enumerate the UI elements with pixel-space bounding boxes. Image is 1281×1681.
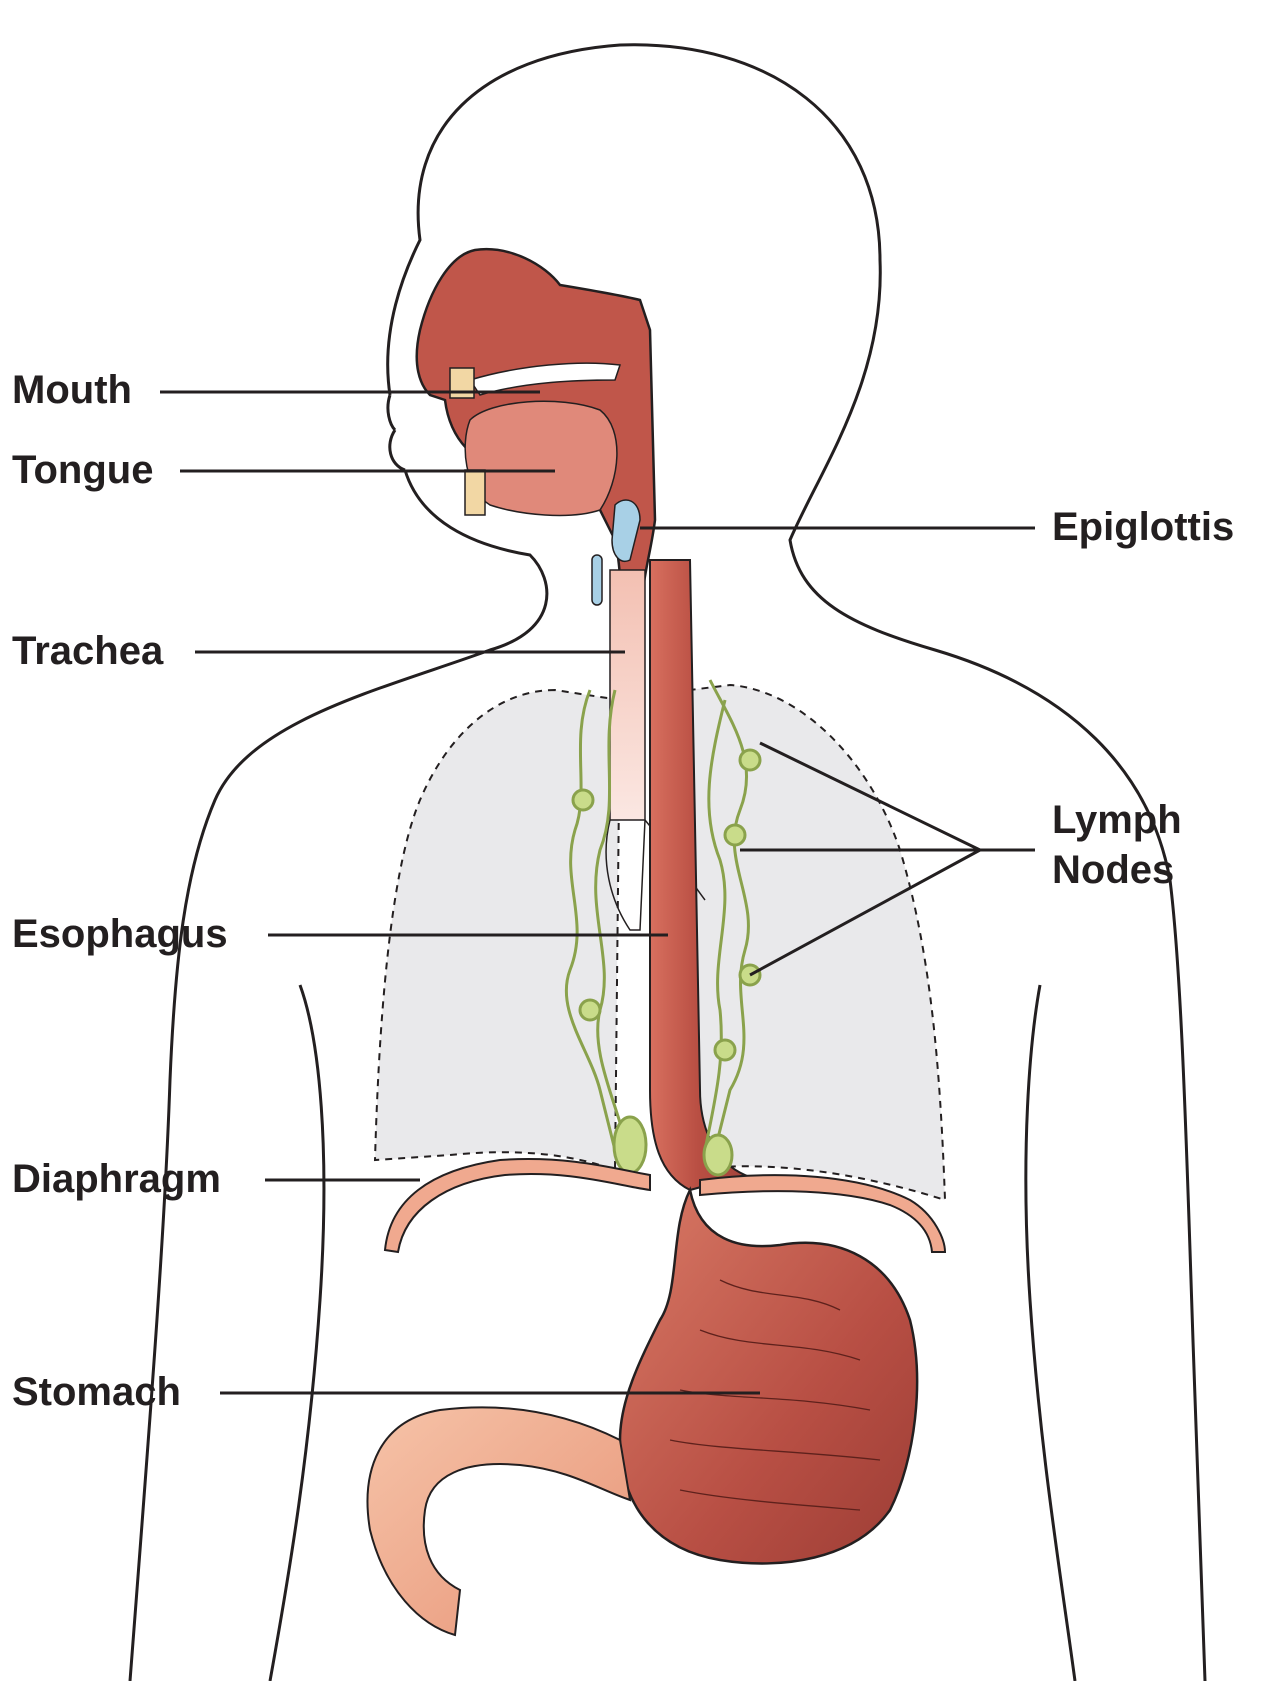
tongue-shape: [465, 401, 617, 515]
left-arm-outline: [270, 985, 324, 1681]
right-arm-outline: [1026, 985, 1075, 1681]
lymph-nodes-label-line1: Lymph: [1052, 796, 1182, 844]
esophagus-label: Esophagus: [12, 910, 228, 958]
lymph-nodes-label-line2: Nodes: [1052, 846, 1174, 894]
diaphragm-label: Diaphragm: [12, 1155, 221, 1203]
stomach-body: [620, 1190, 917, 1563]
teeth-lower: [465, 470, 485, 515]
epiglottis-label: Epiglottis: [1052, 503, 1234, 551]
larynx-cartilage: [592, 555, 602, 605]
tongue-label: Tongue: [12, 446, 153, 494]
mouth-label: Mouth: [12, 366, 132, 414]
duodenum: [368, 1407, 630, 1635]
stomach-label: Stomach: [12, 1368, 181, 1416]
trachea-label: Trachea: [12, 627, 163, 675]
